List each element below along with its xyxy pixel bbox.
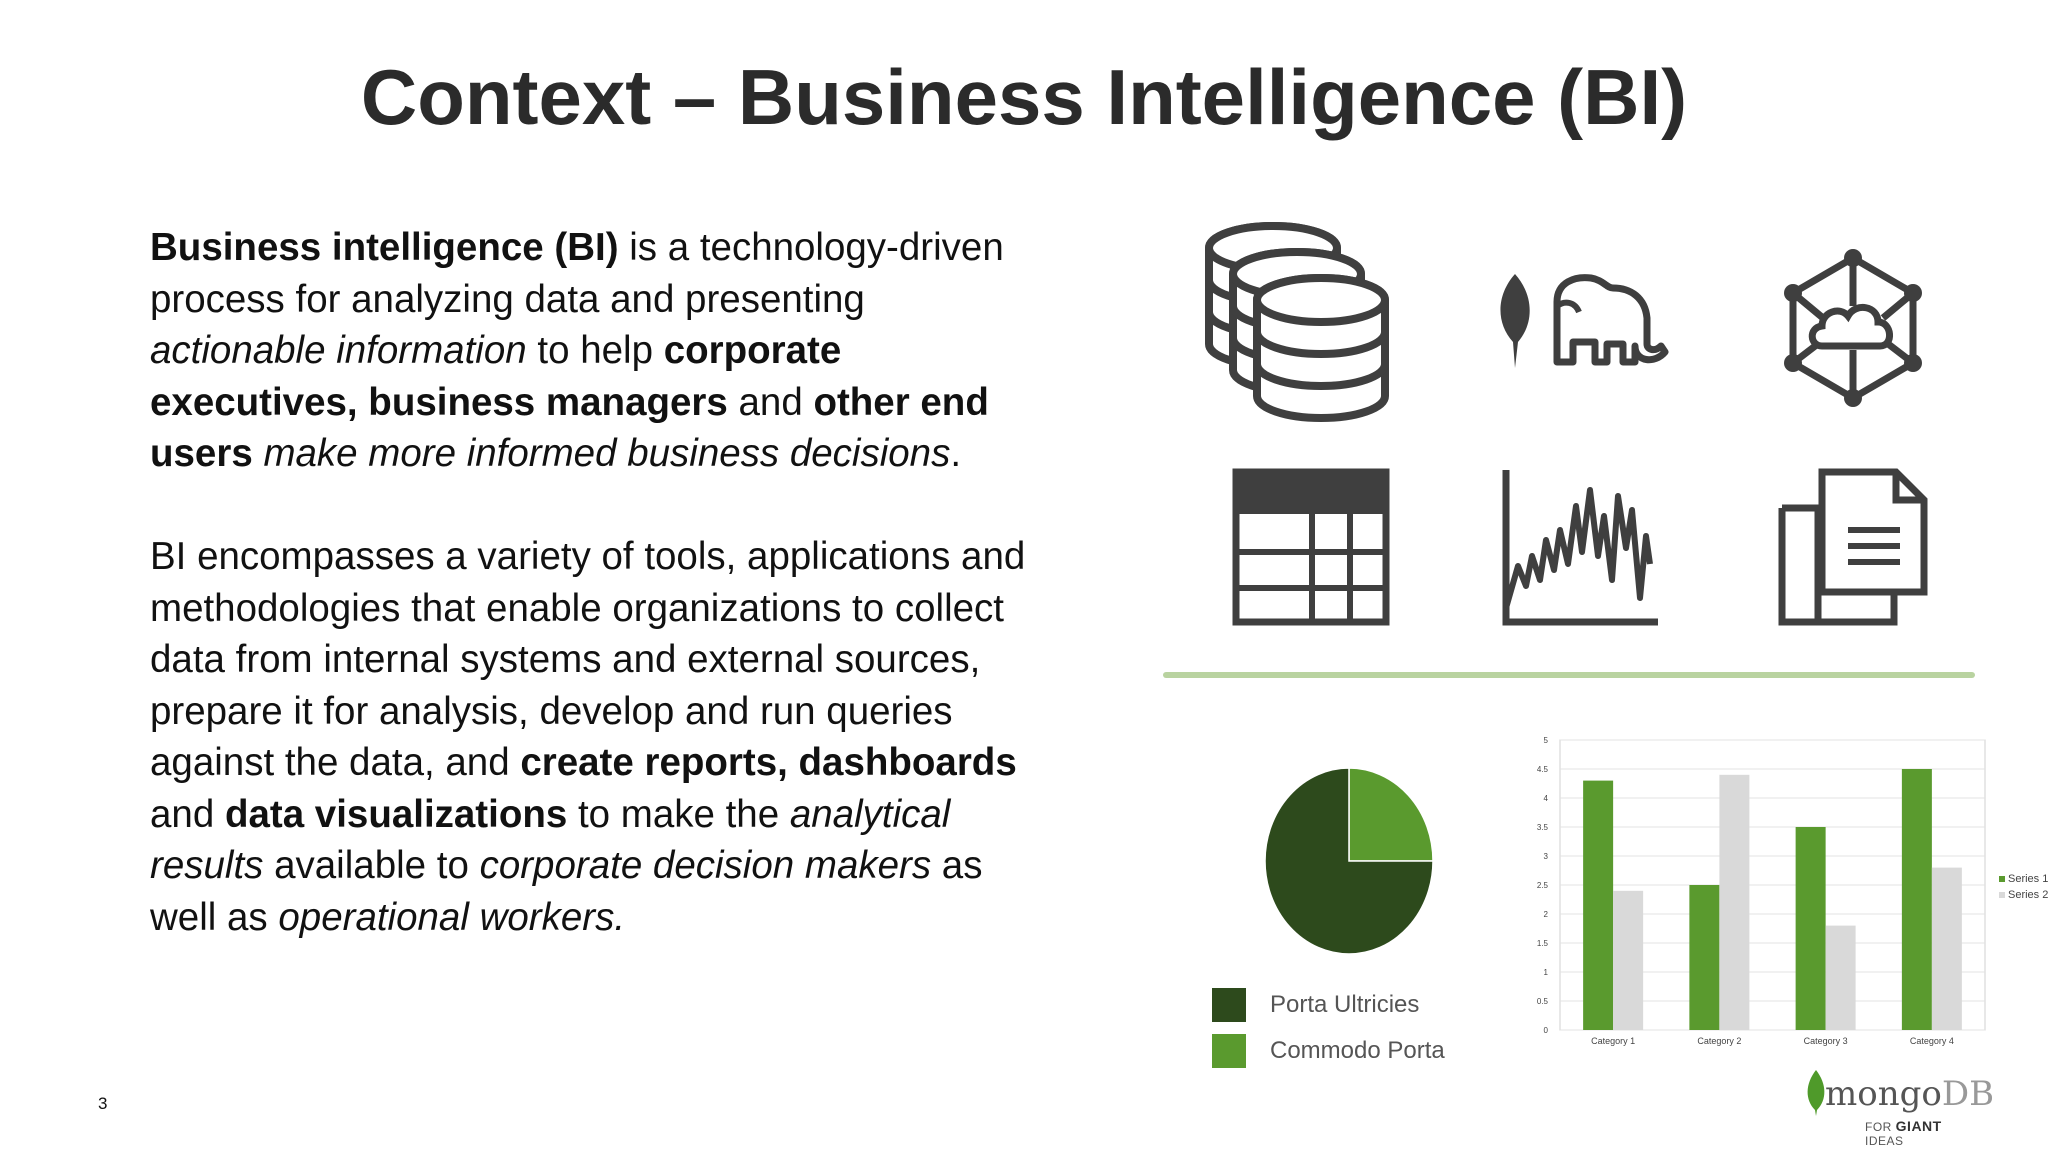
text-run: as well as bbox=[150, 844, 983, 939]
paragraph-scope: BI encompasses a variety of tools, appli… bbox=[150, 531, 1050, 943]
section-divider bbox=[1163, 672, 1975, 678]
text-run: available to bbox=[263, 844, 480, 887]
text-run: BI encompasses a variety of tools, appli… bbox=[150, 535, 1026, 784]
bar bbox=[1613, 890, 1644, 1030]
y-tick-label: 3 bbox=[1544, 852, 1549, 861]
pie-chart bbox=[1264, 767, 1434, 955]
x-tick-label: Category 3 bbox=[1804, 1036, 1848, 1046]
pie-slice bbox=[1264, 767, 1434, 955]
logo-tag-giant: GIANT bbox=[1895, 1118, 1942, 1134]
bar bbox=[1825, 925, 1856, 1030]
text-run: and bbox=[150, 792, 225, 836]
pie-legend-item-1: Porta Ultricies bbox=[1212, 988, 1419, 1022]
mongodb-leaf-icon bbox=[1807, 1070, 1825, 1116]
bar bbox=[1795, 827, 1826, 1030]
text-run: Business intelligence (BI) bbox=[150, 226, 619, 269]
mongodb-logo: mongoDB FOR GIANT IDEAS bbox=[1795, 1070, 1994, 1148]
legend-label: Series 2 bbox=[2008, 889, 2048, 901]
x-tick-label: Category 1 bbox=[1591, 1036, 1635, 1046]
x-tick-label: Category 4 bbox=[1910, 1036, 1954, 1046]
legend-swatch bbox=[1999, 876, 2005, 882]
y-tick-label: 4.5 bbox=[1537, 765, 1549, 774]
legend-swatch bbox=[1999, 892, 2005, 898]
text-run: actionable information bbox=[150, 329, 527, 372]
y-tick-label: 0 bbox=[1544, 1026, 1549, 1035]
y-tick-label: 4 bbox=[1544, 794, 1549, 803]
documents-icon bbox=[1778, 468, 1928, 626]
slide-title: Context – Business Intelligence (BI) bbox=[360, 53, 1688, 141]
text-run: and bbox=[727, 380, 814, 424]
legend-label: Series 1 bbox=[2008, 873, 2048, 885]
cloud-network-icon bbox=[1784, 249, 1922, 407]
database-stack-icon bbox=[1205, 222, 1389, 422]
text-run bbox=[253, 432, 264, 475]
table-icon bbox=[1232, 468, 1390, 626]
legend-label: Commodo Porta bbox=[1270, 1037, 1445, 1064]
logo-tag-for: FOR bbox=[1865, 1120, 1896, 1134]
y-tick-label: 5 bbox=[1544, 736, 1549, 745]
bar bbox=[1901, 769, 1932, 1030]
logo-tag-ideas: IDEAS bbox=[1865, 1134, 1904, 1148]
y-tick-label: 2 bbox=[1544, 910, 1549, 919]
text-run: other end users bbox=[150, 380, 989, 476]
y-tick-label: 1 bbox=[1544, 968, 1549, 977]
text-run: create reports, dashboards bbox=[520, 741, 1017, 784]
legend-label: Porta Ultricies bbox=[1270, 991, 1420, 1018]
text-run: is a technology-driven process for analy… bbox=[150, 226, 1004, 321]
text-run: data visualizations bbox=[224, 792, 568, 836]
bar bbox=[1719, 774, 1750, 1030]
x-tick-label: Category 2 bbox=[1697, 1036, 1741, 1046]
line-chart-icon bbox=[1502, 470, 1658, 626]
text-run: to help bbox=[526, 329, 664, 372]
legend-swatch bbox=[1212, 1034, 1246, 1068]
text-run: corporate decision makers bbox=[479, 844, 932, 887]
slide-number: 3 bbox=[98, 1094, 108, 1113]
y-tick-label: 1.5 bbox=[1537, 939, 1549, 948]
text-run: to make the bbox=[567, 792, 790, 836]
text-run: corporate executives, business managers bbox=[150, 329, 842, 424]
y-tick-label: 3.5 bbox=[1537, 823, 1549, 832]
text-run: operational workers. bbox=[278, 895, 626, 939]
leaf-elephant-icon bbox=[1500, 274, 1669, 368]
logo-name-db: DB bbox=[1941, 1074, 1995, 1114]
text-run: make more informed business decisions bbox=[263, 432, 951, 475]
paragraph-definition: Business intelligence (BI) is a technolo… bbox=[150, 222, 1050, 480]
legend-swatch bbox=[1212, 988, 1246, 1022]
y-tick-label: 0.5 bbox=[1537, 997, 1549, 1006]
text-run: . bbox=[950, 432, 962, 475]
bar bbox=[1931, 867, 1962, 1030]
bar bbox=[1583, 780, 1614, 1030]
y-tick-label: 2.5 bbox=[1537, 881, 1549, 890]
pie-legend-item-2: Commodo Porta bbox=[1212, 1034, 1445, 1068]
text-run: analytical results bbox=[150, 792, 951, 888]
body-text: Business intelligence (BI) is a technolo… bbox=[150, 222, 1050, 943]
bar bbox=[1689, 885, 1720, 1030]
logo-name: mongo bbox=[1825, 1074, 1942, 1114]
pie-slice bbox=[1348, 767, 1434, 862]
